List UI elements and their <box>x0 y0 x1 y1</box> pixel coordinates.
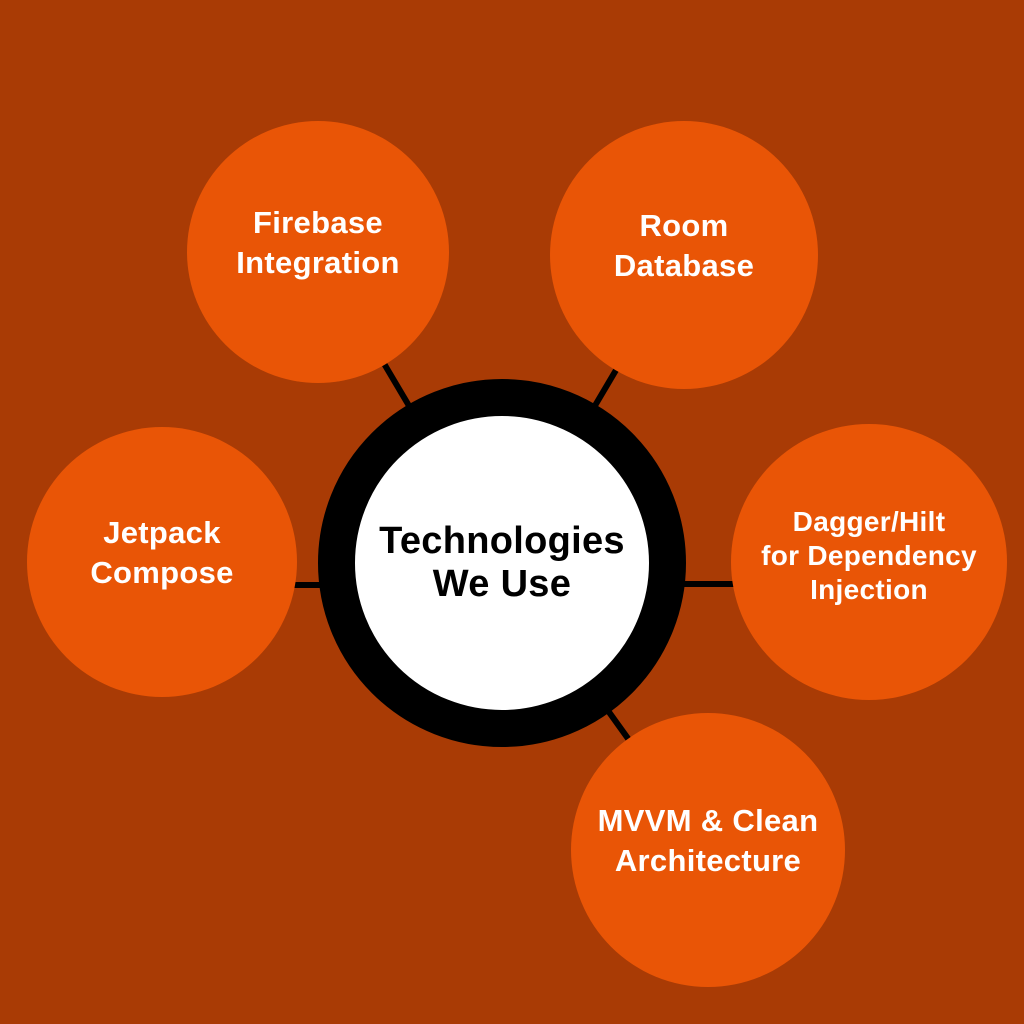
hub-circle: Technologies We Use <box>318 379 686 747</box>
node-jetpack-label: Jetpack Compose <box>90 514 234 590</box>
node-mvvm-label: MVVM & Clean Architecture <box>597 802 819 878</box>
node-dagger-hilt: Dagger/Hilt for Dependency Injection <box>731 424 1007 700</box>
node-firebase-integration: Firebase Integration <box>187 121 449 383</box>
node-mvvm-clean-architecture: MVVM & Clean Architecture <box>571 713 845 987</box>
node-jetpack-compose: Jetpack Compose <box>27 427 297 697</box>
node-firebase-label: Firebase Integration <box>236 204 400 280</box>
node-room-label: Room Database <box>613 207 755 283</box>
node-dagger-label: Dagger/Hilt for Dependency Injection <box>761 505 977 606</box>
node-room-database: Room Database <box>550 121 818 389</box>
hub-title: Technologies We Use <box>379 520 625 605</box>
